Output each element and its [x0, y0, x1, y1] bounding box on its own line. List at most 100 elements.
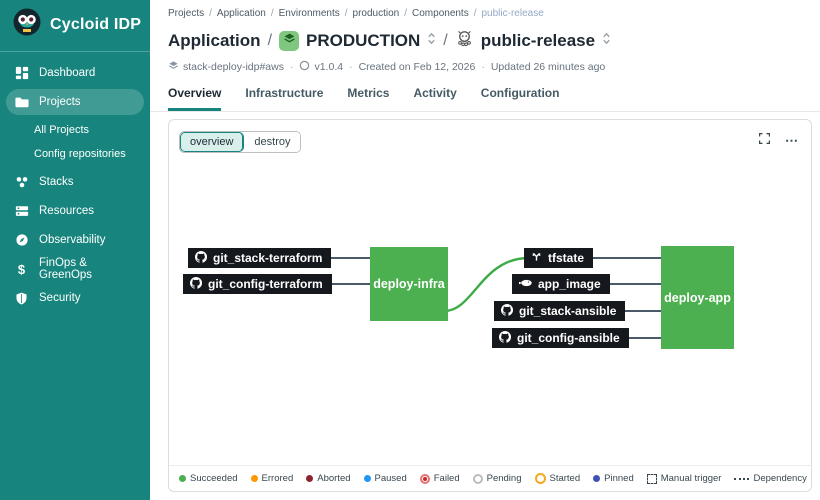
legend-item-succeeded: Succeeded: [179, 473, 238, 484]
more-menu-icon[interactable]: ⋯: [785, 133, 799, 148]
dashboard-icon: [14, 66, 29, 81]
canvas-actions: ⋯: [758, 132, 799, 150]
stack-ref[interactable]: stack-deploy-idp#aws: [168, 60, 284, 74]
folder-icon: [14, 95, 29, 110]
tab-overview[interactable]: Overview: [168, 86, 222, 111]
legend-label: Failed: [433, 473, 460, 484]
component-selector[interactable]: [602, 31, 611, 51]
sidebar-item-label: Dashboard: [39, 67, 96, 79]
legend-label: Errored: [261, 473, 294, 484]
breadcrumb-separator: /: [473, 8, 477, 19]
legend-item-pending: Pending: [472, 473, 522, 484]
legend-item-started: Started: [534, 473, 580, 484]
tab-infrastructure[interactable]: Infrastructure: [245, 86, 324, 100]
layers-icon: [283, 32, 296, 50]
sidebar-item-label: FinOps & GreenOps: [39, 257, 93, 281]
environment-badge: [279, 31, 300, 51]
dollar-icon: $: [17, 261, 26, 277]
legend-label: Succeeded: [190, 473, 238, 484]
octopus-emoji-icon: [455, 29, 474, 53]
sidebar-item-label: Security: [39, 292, 81, 304]
title-separator: /: [443, 32, 448, 49]
environment-selector[interactable]: [427, 31, 436, 51]
manual-trigger-square-icon: [646, 473, 657, 484]
legend-label: Pinned: [604, 473, 634, 484]
version-label: v1.0.4: [314, 61, 344, 73]
shield-icon: [14, 291, 29, 306]
legend-item-dependency: Dependency: [734, 473, 807, 484]
job-node-deploy-app[interactable]: deploy-app: [661, 246, 734, 349]
tab-activity[interactable]: Activity: [413, 86, 457, 100]
breadcrumb: Projects / Application / Environments / …: [150, 0, 820, 19]
legend-label: Pending: [486, 473, 522, 484]
sidebar-item-config-repositories[interactable]: Config repositories: [0, 142, 150, 166]
github-icon: [194, 250, 208, 266]
tab-configuration[interactable]: Configuration: [480, 86, 560, 100]
sidebar-item-stacks[interactable]: Stacks: [6, 169, 144, 195]
main-content: Projects / Application / Environments / …: [150, 0, 820, 500]
project-title: Application: [168, 31, 261, 50]
compass-icon: [14, 233, 29, 248]
docker-whale-icon: [519, 277, 532, 291]
page-title: Application / PRODUCTION /: [150, 19, 820, 53]
breadcrumb-separator: /: [404, 8, 408, 19]
sidebar-item-all-projects[interactable]: All Projects: [0, 118, 150, 142]
resource-node-tfstate[interactable]: tfstate: [524, 248, 594, 268]
fullscreen-icon[interactable]: [758, 132, 771, 150]
tab-bar: Overview Infrastructure Metrics Activity…: [150, 74, 820, 111]
toggle-overview[interactable]: overview: [180, 132, 245, 152]
sidebar-item-finops[interactable]: $ FinOps & GreenOps: [6, 256, 144, 282]
started-ring-icon: [534, 473, 546, 484]
terraform-state-icon: [531, 251, 542, 265]
sidebar-item-projects[interactable]: Projects: [6, 89, 144, 115]
version-ref[interactable]: v1.0.4: [299, 60, 343, 74]
meta-row: stack-deploy-idp#aws · v1.0.4 · Created …: [150, 53, 820, 74]
sidebar-item-label: Observability: [39, 234, 106, 246]
github-icon: [500, 303, 514, 319]
sidebar-item-label: Resources: [39, 205, 94, 217]
owl-logo-icon: [13, 8, 41, 41]
legend-label: Dependency: [753, 473, 807, 484]
title-separator: /: [267, 32, 273, 49]
tab-metrics[interactable]: Metrics: [347, 86, 390, 100]
github-icon: [498, 330, 512, 346]
breadcrumb-item[interactable]: Components: [412, 8, 469, 19]
sidebar-subitem-label: Config repositories: [34, 148, 126, 160]
sidebar-item-resources[interactable]: Resources: [6, 198, 144, 224]
pipeline-diagram: git_stack-terraform git_config-terraform…: [169, 120, 811, 491]
version-circle-icon: [299, 60, 310, 74]
sidebar-subitem-label: All Projects: [34, 124, 90, 136]
tabs-divider: [150, 111, 820, 112]
toggle-destroy[interactable]: destroy: [244, 132, 301, 152]
succeeded-dot-icon: [179, 475, 186, 482]
breadcrumb-item[interactable]: Environments: [278, 8, 340, 19]
node-label: git_stack-ansible: [519, 304, 617, 318]
meta-dot-separator: ·: [349, 61, 353, 73]
job-node-deploy-infra[interactable]: deploy-infra: [370, 247, 448, 321]
resource-node-app-image[interactable]: app_image: [512, 274, 610, 294]
breadcrumb-item-current: public-release: [481, 8, 544, 19]
legend-item-aborted: Aborted: [306, 473, 351, 484]
component-name: public-release: [480, 31, 596, 50]
meta-dot-separator: ·: [481, 61, 485, 73]
sidebar-item-observability[interactable]: Observability: [6, 227, 144, 253]
pending-ring-icon: [472, 473, 483, 484]
breadcrumb-item[interactable]: Application: [216, 8, 266, 19]
sidebar-item-security[interactable]: Security: [6, 285, 144, 311]
legend-item-errored: Errored: [250, 473, 294, 484]
job-label: deploy-app: [664, 290, 731, 305]
sidebar-item-dashboard[interactable]: Dashboard: [6, 60, 144, 86]
pipeline-canvas-card: overview destroy ⋯: [168, 119, 820, 492]
legend-item-failed: Failed: [419, 473, 460, 484]
resource-node-git-config-terraform[interactable]: git_config-terraform: [183, 274, 332, 294]
resource-node-git-stack-ansible[interactable]: git_stack-ansible: [494, 301, 626, 321]
breadcrumb-item[interactable]: Projects: [168, 8, 205, 19]
node-label: git_config-ansible: [517, 331, 620, 345]
breadcrumb-item[interactable]: production: [352, 8, 400, 19]
resource-node-git-stack-terraform[interactable]: git_stack-terraform: [188, 248, 332, 268]
meta-dot-separator: ·: [289, 61, 294, 73]
legend-item-pinned: Pinned: [593, 473, 634, 484]
resource-node-git-config-ansible[interactable]: git_config-ansible: [492, 328, 629, 348]
failed-ring-icon: [419, 473, 430, 484]
app-logo[interactable]: Cycloid IDP: [0, 0, 150, 49]
